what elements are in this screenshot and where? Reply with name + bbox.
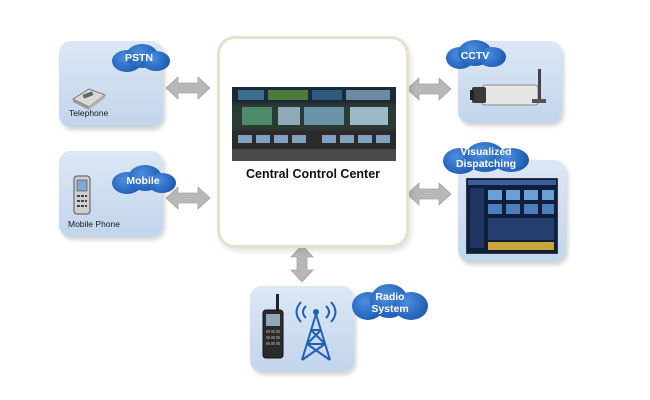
dispatch-label-line2: Dispatching: [455, 158, 517, 170]
dispatch-label-line1: Visualized: [460, 146, 512, 158]
dispatch-arrow: [406, 182, 452, 206]
central-control-center: Central Control Center: [217, 36, 409, 248]
radio-handset-icon: [262, 294, 284, 359]
cctv-node: [458, 41, 562, 123]
cctv-label: CCTV: [460, 50, 490, 62]
mobile-phone-caption: Mobile Phone: [68, 219, 120, 229]
radio-cloud: Radio System: [352, 284, 428, 322]
dispatch-node: [458, 160, 566, 262]
telephone-icon: [71, 88, 107, 110]
radio-label-line1: Radio: [375, 291, 405, 303]
dispatch-cloud: Visualized Dispatching: [443, 142, 529, 174]
dispatch-screen-icon: [466, 178, 558, 254]
radio-arrow: [290, 244, 314, 283]
mobile-label: Mobile: [126, 175, 160, 187]
radio-label-line2: System: [371, 303, 409, 315]
mobile-cloud: Mobile: [110, 165, 176, 195]
center-label: Central Control Center: [245, 167, 381, 181]
control-room-image: [232, 87, 396, 161]
mobile-phone-icon: [73, 175, 91, 215]
cctv-arrow: [406, 77, 452, 101]
radio-node: [250, 286, 354, 372]
pstn-arrow: [165, 76, 211, 100]
pstn-label: PSTN: [124, 52, 153, 64]
pstn-cloud: PSTN: [108, 44, 170, 72]
cctv-camera-icon: [470, 69, 546, 106]
telephone-caption: Telephone: [69, 108, 109, 118]
radio-tower-icon: [295, 301, 337, 361]
cctv-cloud: CCTV: [444, 40, 506, 70]
